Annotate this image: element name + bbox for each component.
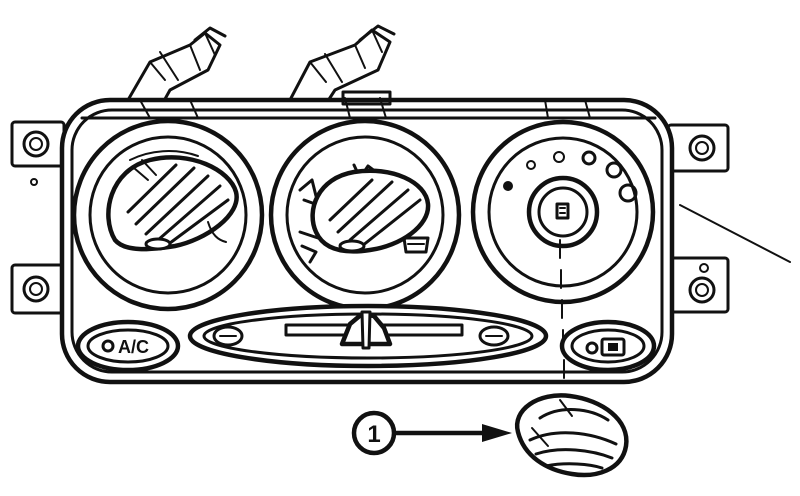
left-mounting-tabs: [10, 120, 66, 315]
fan-speed-knob[interactable]: [106, 150, 239, 252]
left-cable-connector: [126, 26, 227, 110]
ac-button[interactable]: A/C: [75, 319, 181, 373]
fan-speed-knob-group: [71, 118, 265, 312]
ac-indicator-icon: [101, 339, 115, 353]
air-intake-slider-group: [187, 303, 549, 369]
temperature-scale-dots: [503, 150, 638, 203]
leader-dashed-line: [559, 239, 565, 379]
air-intake-slider-lever[interactable]: [339, 310, 393, 350]
floor-mark: [298, 230, 320, 264]
temperature-knob-shaft: [526, 175, 600, 249]
rear-cable-connectors: [126, 24, 396, 112]
ac-button-label: A/C: [118, 337, 149, 357]
mode-selector-knob-group: [268, 118, 462, 312]
removed-temperature-knob[interactable]: [514, 393, 629, 478]
callout-1: 1: [351, 410, 512, 456]
temperature-control-group: [470, 119, 656, 379]
callout-number: 1: [367, 421, 380, 448]
mode-selector-knob[interactable]: [310, 168, 431, 254]
recirculation-button[interactable]: [559, 319, 657, 373]
mode-position-marks: [298, 163, 430, 264]
right-mounting-tabs: [666, 123, 791, 314]
middle-cable-connector: [288, 24, 396, 112]
